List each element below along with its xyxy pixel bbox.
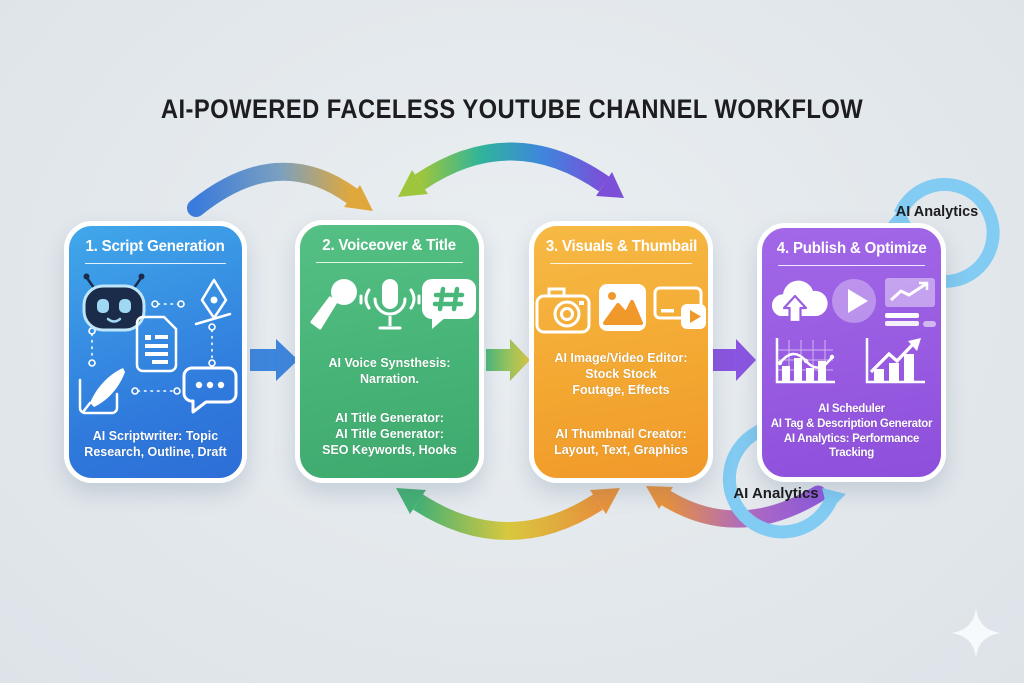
handheld-mic-icon: [310, 279, 357, 330]
card-3-body-1: AI Image/Video Editor: Stock Stock Fouta…: [554, 351, 688, 397]
analytics-panel-icon: [884, 278, 936, 327]
arrow-arc-1-to-2: [187, 162, 373, 217]
analytics-label-top: AI Analytics: [895, 204, 979, 220]
camera-icon: [535, 287, 591, 334]
card-1-title: 1. Script Generation: [85, 238, 226, 255]
growth-chart-icon: [865, 338, 925, 384]
card-3-title: 3. Visuals & Thumbail: [545, 238, 697, 255]
card-2-body-1: AI Voice Synsthesis: Narration.: [328, 356, 451, 386]
card-4-divider: [778, 265, 925, 266]
chat-dots-icon: [182, 366, 237, 414]
card-3-visuals-thumbnail: 3. Visuals & Thumbail AI Image/: [529, 221, 713, 483]
card-2-divider: [316, 262, 463, 263]
play-circle-icon: [831, 279, 876, 323]
hashtag-bubble-icon: [421, 279, 476, 329]
card-2-icons: [310, 279, 476, 330]
quill-icon: [78, 368, 125, 415]
arrow-right-3-4: [712, 339, 756, 381]
card-1-icons: [78, 273, 237, 415]
card-4-icons: [771, 278, 936, 384]
image-icon: [599, 284, 646, 331]
arrow-right-2-3: [486, 339, 530, 381]
card-1-script-generation: 1. Script Generation: [64, 221, 247, 483]
card-1-body: AI Scriptwriter: Topic Research, Outline…: [84, 429, 227, 459]
document-icon: [135, 315, 177, 373]
card-4-title: 4. Publish & Optimize: [776, 240, 927, 257]
grid-chart-icon: [775, 338, 835, 384]
screen-play-icon: [653, 286, 706, 329]
analytics-label-bottom: AI Analytics: [733, 485, 819, 502]
sparkle-icon: [952, 608, 1000, 658]
card-2-body-2: AI Title Generator: AI Title Generator: …: [322, 411, 457, 457]
studio-mic-icon: [359, 279, 420, 330]
card-1-divider: [85, 263, 226, 264]
arrow-arc-2-3-double: [396, 488, 620, 540]
card-4-body: AI Scheduler AI Tag & Description Genera…: [770, 403, 933, 460]
pen-nib-icon: [194, 278, 231, 326]
arrow-right-1-2: [250, 339, 298, 381]
robot-icon: [82, 273, 145, 332]
card-3-divider: [550, 263, 692, 264]
card-2-title: 2. Voiceover & Title: [322, 237, 457, 254]
card-3-icons: [535, 284, 706, 334]
arrow-arc-2-4-double: [398, 142, 624, 198]
card-2-voiceover-title: 2. Voiceover & Title: [295, 220, 484, 483]
page-title: AI-POWERED FACELESS YOUTUBE CHANNEL WORK…: [160, 94, 864, 125]
connector-lines: [87, 300, 216, 395]
cloud-upload-icon: [771, 280, 828, 324]
card-4-publish-optimize: 4. Publish & Optimize: [757, 223, 946, 482]
card-3-body-2: AI Thumbnail Creator: Layout, Text, Grap…: [554, 427, 688, 457]
